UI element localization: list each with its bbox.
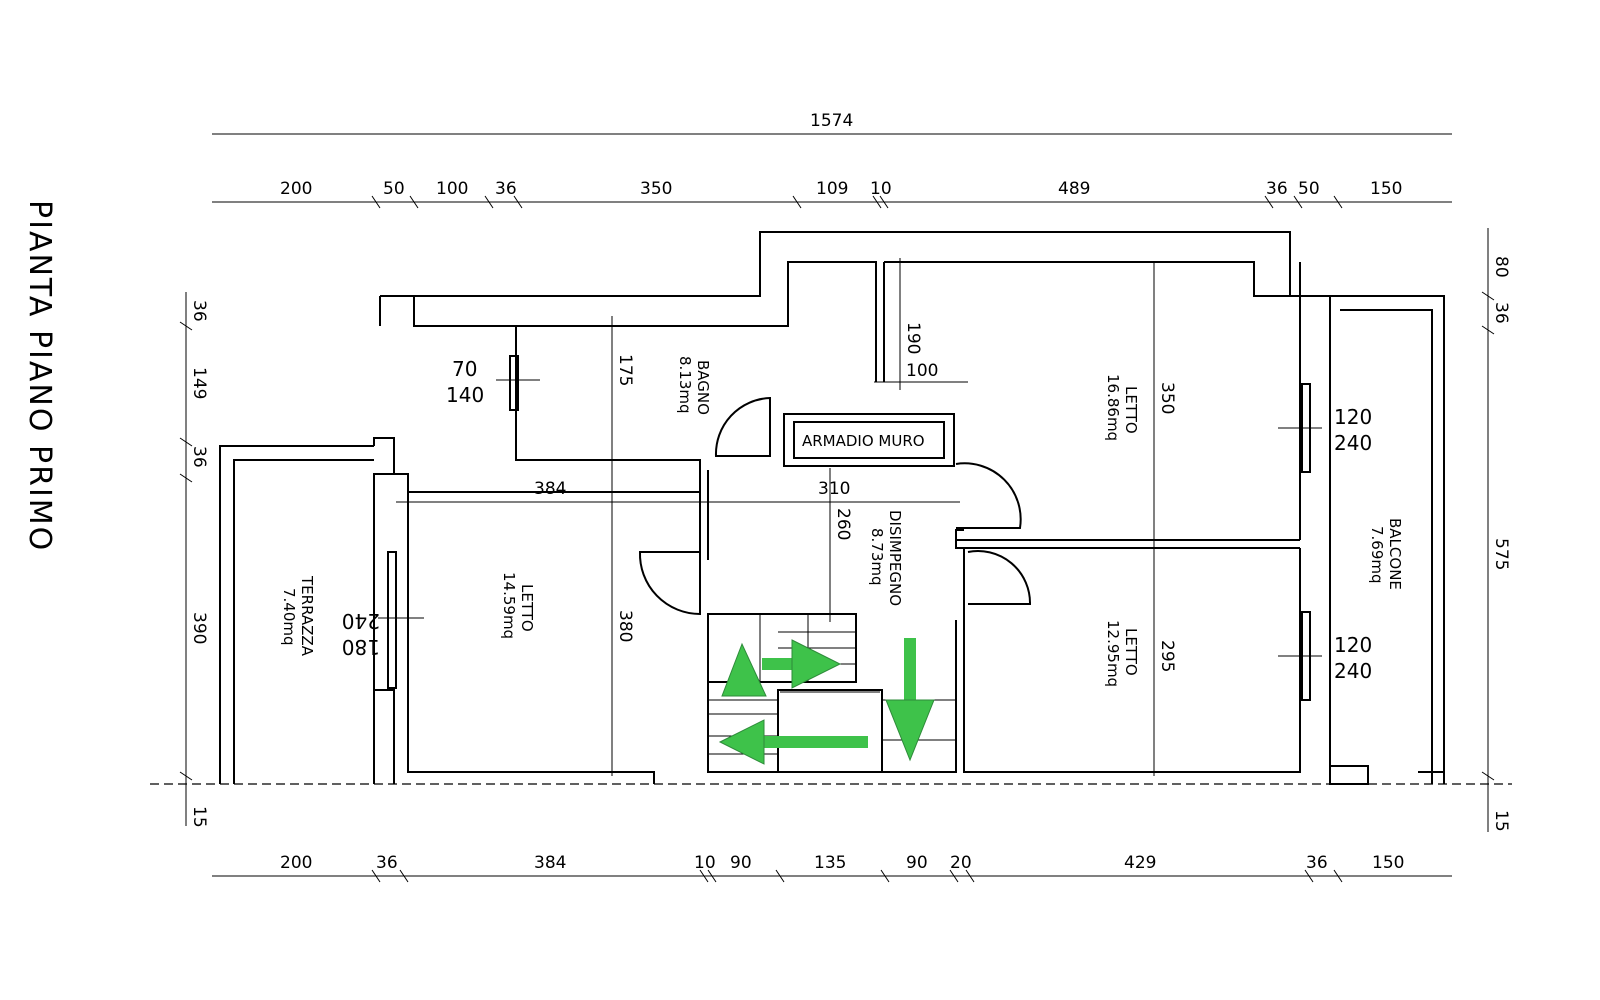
dim-top-11: 150 <box>1370 179 1402 199</box>
room-labels: BAGNO 8.13mq LETTO 16.86mq LETTO 12.95mq… <box>280 356 1404 687</box>
letto-se-area: 12.95mq <box>1104 620 1122 687</box>
dim-right-4: 15 <box>1491 810 1511 832</box>
window-bagno-h: 140 <box>446 383 484 407</box>
disimpegno-area: 8.73mq <box>868 528 886 586</box>
left-dimensions: 36 149 36 390 15 <box>179 292 209 828</box>
balcone-area: 7.69mq <box>1368 526 1386 584</box>
dim-bottom-5: 90 <box>730 853 752 873</box>
letto-ne-name: LETTO <box>1122 386 1140 434</box>
letto-ne-area: 16.86mq <box>1104 374 1122 441</box>
dim-left-2: 149 <box>189 367 209 399</box>
dim-bottom-7: 90 <box>906 853 928 873</box>
dim-right-3: 575 <box>1491 538 1511 570</box>
dim-disimpegno-h: 260 <box>833 508 853 540</box>
window-letto-ne-h: 240 <box>1334 431 1372 455</box>
arrow-right-bar <box>762 658 794 670</box>
door-swings <box>638 396 1032 616</box>
top-dimensions: 1574 200 50 100 36 350 109 10 489 36 50 … <box>212 111 1452 209</box>
inner-dimension-labels: 175 350 295 380 260 384 310 190 100 <box>534 322 1177 672</box>
dim-top-5: 350 <box>640 179 672 199</box>
dim-top-4: 36 <box>495 179 517 199</box>
plan-title: PIANTA PIANO PRIMO <box>22 200 57 552</box>
dim-top-7: 10 <box>870 179 892 199</box>
bagno-name: BAGNO <box>694 360 712 415</box>
window-letto-ne-w: 120 <box>1334 405 1372 429</box>
dim-bottom-8: 20 <box>950 853 972 873</box>
dim-left-4: 390 <box>189 612 209 644</box>
dim-bottom-1: 200 <box>280 853 312 873</box>
inner-dimension-lines <box>378 258 1322 776</box>
dim-armadio-h: 190 <box>903 322 923 354</box>
dim-right-1: 80 <box>1491 256 1511 278</box>
dim-right-2: 36 <box>1491 302 1511 324</box>
arrow-left-bar <box>756 736 868 748</box>
stair-direction-arrows <box>718 638 935 765</box>
armadio-label: ARMADIO MURO <box>802 432 925 450</box>
window-labels: 70 140 180 240 120 240 120 240 <box>342 357 1372 683</box>
window-bagno-w: 70 <box>452 357 477 381</box>
dim-top-1: 200 <box>280 179 312 199</box>
dim-corridor-w: 384 <box>534 479 566 499</box>
dim-bottom-3: 384 <box>534 853 566 873</box>
dim-left-5: 15 <box>189 806 209 828</box>
walls <box>219 231 1445 785</box>
arrow-right-icon <box>791 639 842 689</box>
dim-corridor-w2: 310 <box>818 479 850 499</box>
dim-bottom-4: 10 <box>694 853 716 873</box>
dim-armadio-w: 100 <box>906 361 938 381</box>
dim-bottom-6: 135 <box>814 853 846 873</box>
dim-letto-sw-h: 380 <box>615 610 635 642</box>
dim-letto-ne-h: 350 <box>1157 382 1177 414</box>
dim-bottom-10: 36 <box>1306 853 1328 873</box>
dim-top-9: 36 <box>1266 179 1288 199</box>
dim-top-10: 50 <box>1298 179 1320 199</box>
dim-total-width: 1574 <box>810 111 853 131</box>
right-dimensions: 80 36 575 15 <box>1481 228 1511 832</box>
letto-sw-area: 14.59mq <box>500 572 518 639</box>
window-terrazza-w: 180 <box>342 635 380 659</box>
window-letto-se-w: 120 <box>1334 633 1372 657</box>
arrow-down-bar <box>904 638 916 700</box>
terrazza-name: TERRAZZA <box>298 575 316 657</box>
letto-sw-name: LETTO <box>518 584 536 632</box>
window-letto-se-h: 240 <box>1334 659 1372 683</box>
dim-left-1: 36 <box>189 300 209 322</box>
arrow-left-icon <box>718 719 765 765</box>
dim-letto-se-h: 295 <box>1157 640 1177 672</box>
dim-top-8: 489 <box>1058 179 1090 199</box>
letto-se-name: LETTO <box>1122 628 1140 676</box>
dim-bottom-9: 429 <box>1124 853 1156 873</box>
dim-left-3: 36 <box>189 446 209 468</box>
arrow-up-icon <box>721 642 767 697</box>
arrow-down-icon <box>885 699 935 762</box>
dim-bagno-h: 175 <box>615 354 635 386</box>
terrazza-area: 7.40mq <box>280 588 298 646</box>
window-terrazza-h: 240 <box>342 609 380 633</box>
dim-top-3: 100 <box>436 179 468 199</box>
bagno-area: 8.13mq <box>676 356 694 414</box>
bottom-dimensions: 200 36 384 10 90 135 90 20 429 36 150 <box>212 853 1452 883</box>
dim-top-6: 109 <box>816 179 848 199</box>
balcone-name: BALCONE <box>1386 518 1404 590</box>
dim-bottom-11: 150 <box>1372 853 1404 873</box>
dim-bottom-2: 36 <box>376 853 398 873</box>
dim-top-2: 50 <box>383 179 405 199</box>
disimpegno-name: DISIMPEGNO <box>886 510 904 606</box>
